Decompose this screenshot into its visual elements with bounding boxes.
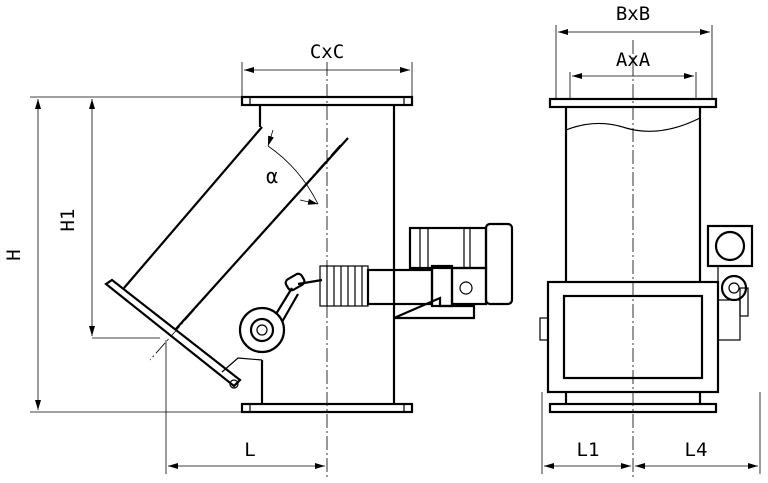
branch-centerline <box>149 144 341 361</box>
break-line <box>565 117 701 132</box>
crank-disc <box>238 306 286 354</box>
side-motor <box>706 224 754 268</box>
front-view <box>104 62 514 480</box>
angle-label-alpha: α <box>266 164 278 188</box>
dim-label-h: H <box>3 249 25 260</box>
dim-label-l: L <box>244 439 255 461</box>
dim-label-bxb: BxB <box>616 3 650 25</box>
dim-label-h1: H1 <box>57 209 79 232</box>
dim-label-cxc: CxC <box>310 41 344 63</box>
bellows <box>319 265 369 307</box>
dim-label-l4: L4 <box>685 439 708 461</box>
motor-endcap <box>484 222 514 306</box>
crank-arm <box>275 287 293 315</box>
dimensions <box>30 25 761 474</box>
motor-body <box>408 226 488 270</box>
side-view <box>539 40 754 478</box>
dim-label-axa: AxA <box>616 49 651 71</box>
actuator-bracket <box>393 296 476 320</box>
dim-label-l1: L1 <box>577 439 600 461</box>
alpha-arc <box>267 145 319 205</box>
branch-flange <box>104 278 242 388</box>
actuator-cylinder <box>366 268 434 306</box>
branch-pipe-edge-upper <box>123 126 263 289</box>
